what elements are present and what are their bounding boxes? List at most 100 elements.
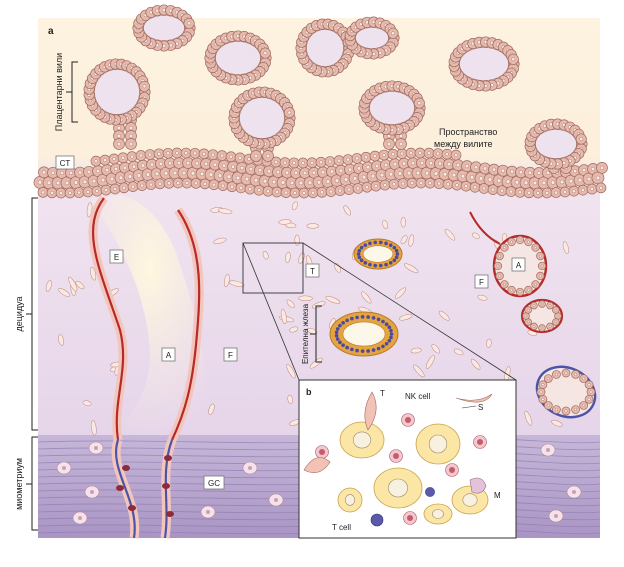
cell-nucleus [541,383,545,387]
cell-nucleus [121,155,125,160]
stromal-cell [286,364,296,379]
gland-upper [353,238,403,270]
gland-nucleus [394,248,399,253]
cell-nucleus [527,240,530,244]
cell-nucleus [541,397,545,401]
cell-nucleus [330,169,334,174]
stromal-cell [45,280,52,292]
cell-nucleus [548,304,552,307]
gland-nucleus [371,316,376,320]
villus-right [448,36,520,92]
cell-nucleus [193,151,197,156]
cell-nucleus [518,290,522,294]
cell-nucleus [113,187,117,191]
cell-nucleus [473,185,477,190]
spindle-cell [303,457,331,473]
cell-nucleus [96,169,100,174]
cell-nucleus [536,191,540,195]
stromal-cell [291,201,298,211]
cell-nucleus [226,174,232,179]
cell-nucleus [199,171,205,177]
cell-nucleus [446,182,450,187]
cell-nucleus [95,189,99,193]
cell-nucleus [365,185,369,190]
gland-nucleus [381,344,385,349]
villus-far-right [524,118,588,170]
villus-bracketed [83,58,151,126]
cell-nucleus [586,176,592,182]
cell-nucleus [591,167,595,171]
cell-nucleus [50,191,54,195]
cell-nucleus [469,175,475,180]
nk-nucleus [405,417,411,423]
cell-nucleus [455,183,459,187]
cell-nucleus [540,264,544,268]
cell-nucleus [352,176,358,181]
cell-nucleus [532,304,536,307]
cell-nucleus [384,163,388,168]
myometrial-nucleus [554,514,558,518]
cell-nucleus [418,151,422,155]
cell-nucleus [460,174,466,179]
cell-nucleus [112,157,116,161]
cell-nucleus [415,170,421,176]
cell-nucleus [117,126,121,130]
myometrial-nucleus [78,516,82,520]
gland-nucleus [392,258,397,263]
villus-top-left [132,4,196,52]
gc-label-box [203,475,225,490]
cell-nucleus [42,170,46,175]
cell-nucleus [589,390,593,394]
cell-nucleus [235,175,241,181]
cell-nucleus [78,170,82,175]
cell-nucleus [537,171,541,175]
cell-nucleus [417,101,422,105]
cell-nucleus [275,190,279,194]
cell-nucleus [524,314,528,318]
cell-nucleus [474,165,478,170]
gland-nucleus [389,332,394,336]
cell-nucleus [100,177,106,183]
cell-nucleus [487,177,493,182]
gland-nucleus [371,348,376,352]
inset-m-label: M [494,491,501,500]
panel-b-letter: b [306,387,312,397]
epithelial-gland-label: Епителна жлеза [301,303,310,364]
cell-nucleus [117,134,121,138]
stromal-cell [453,348,464,356]
cell-nucleus [187,21,191,26]
endothelial-nucleus [128,505,136,511]
cell-nucleus [496,264,500,268]
a-left-label-box [161,347,176,362]
nk-nucleus [449,467,455,473]
cell-nucleus [546,170,550,175]
cell-nucleus [554,372,558,376]
cell-nucleus [337,158,341,163]
artery-left-outer [91,197,125,441]
cell-nucleus [222,163,226,168]
cell-nucleus [496,178,502,183]
cell-nucleus [294,170,298,175]
cell-nucleus [212,182,216,187]
stromal-cell [438,310,450,321]
gland-nucleus [357,248,362,253]
cell-nucleus [168,161,172,166]
gland-nucleus [360,349,365,353]
stromal-cell [286,299,295,309]
decidual-stromal-cells [45,201,573,436]
gland-nucleus [388,261,393,265]
cell-nucleus [451,172,457,178]
stromal-cell [298,295,313,301]
gland-nucleus [355,315,359,320]
gland-nucleus [356,252,361,256]
villus-core [306,29,344,67]
cell-nucleus [172,170,178,176]
cell-nucleus [564,371,568,375]
cell-nucleus [185,181,189,185]
gland-nucleus [363,261,368,265]
cell-nucleus [329,189,333,194]
cell-nucleus [283,160,287,165]
cell-nucleus [527,190,531,195]
myometrial-nucleus [62,466,66,470]
